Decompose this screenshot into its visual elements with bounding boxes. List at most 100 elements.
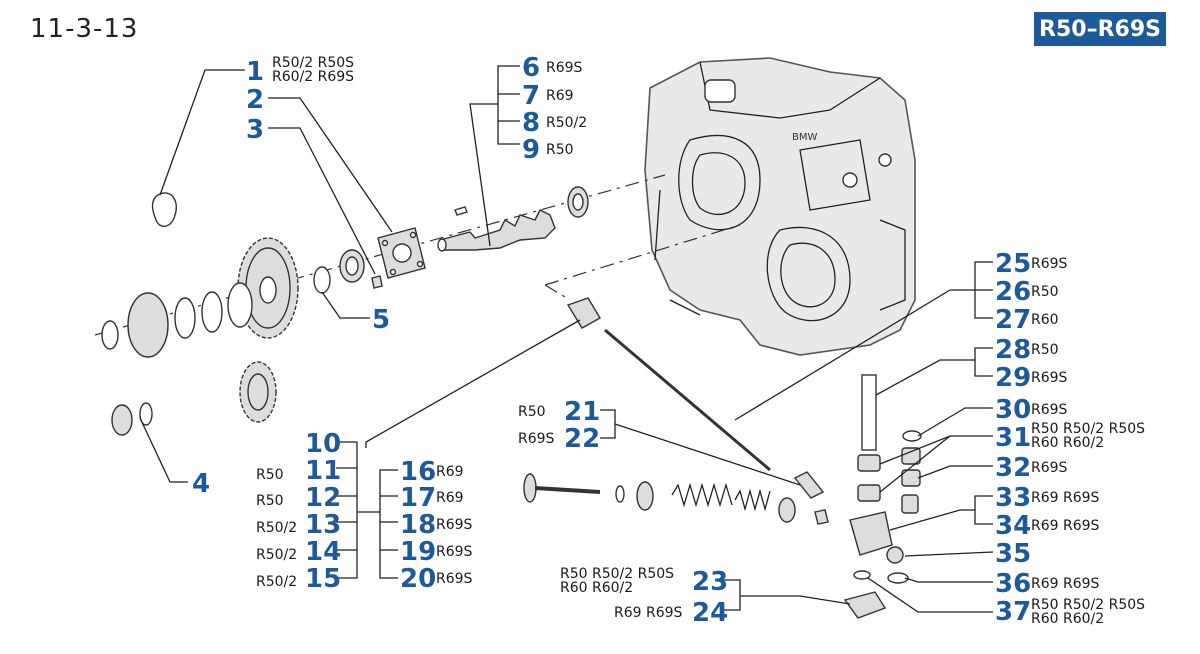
callout-36: 36 R69 R69S	[995, 569, 1100, 599]
callout-35: 35	[995, 539, 1031, 569]
callout-6: 6 R69S	[522, 53, 583, 83]
callout-models: R69S	[1031, 256, 1068, 272]
tappet	[566, 297, 601, 329]
spring-ring	[201, 291, 223, 333]
inner-valve-spring	[734, 488, 771, 512]
timing-disc	[127, 292, 169, 358]
valve-seal	[615, 485, 625, 503]
callout-number: 29	[995, 363, 1031, 393]
callout-13: R50/2 13	[256, 510, 341, 540]
callout-number: 7	[522, 81, 540, 111]
gasket	[151, 192, 177, 227]
callout-number: 24	[692, 598, 728, 628]
callout-number: 3	[246, 115, 264, 145]
callout-15: R50/2 15	[256, 564, 341, 594]
callout-number: 25	[995, 249, 1031, 279]
callout-models: R69 R69S	[1031, 518, 1100, 534]
callout-models: R50	[256, 493, 284, 509]
ball-bearing	[339, 249, 365, 283]
callout-models: R69 R69S	[1031, 576, 1100, 592]
callout-models: R69S	[518, 431, 555, 447]
washer-37	[853, 570, 871, 580]
callout-3: 3	[246, 115, 264, 145]
callout-8: 8 R50/2	[522, 108, 587, 138]
callout-5: 5	[372, 305, 390, 335]
callout-number: 12	[305, 483, 341, 513]
callout-models: R69S	[436, 517, 473, 533]
callout-number: 18	[400, 510, 436, 540]
spring-retainer	[778, 497, 796, 523]
callout-models: R69S	[436, 571, 473, 587]
callout-models: R69	[546, 88, 574, 104]
intermediate-gear	[239, 361, 277, 423]
callout-models: R50	[546, 142, 574, 158]
callout-4: 4	[192, 469, 210, 499]
callout-26: 26 R50	[995, 277, 1059, 307]
callout-14: R50/2 14	[256, 537, 341, 567]
circlip	[313, 266, 331, 294]
callout-31: 31 R50 R50/2 R50S R60 R60/2	[995, 421, 1145, 453]
callout-29: 29 R69S	[995, 363, 1068, 393]
callout-33: 33 R69 R69S	[995, 483, 1100, 513]
valve-collet	[814, 509, 829, 525]
callout-30: 30 R69S	[995, 395, 1068, 425]
outer-valve-spring	[671, 482, 733, 508]
callout-models: R50/2 R50S	[272, 55, 354, 71]
callout-number: 37	[995, 597, 1031, 627]
callout-22: R69S 22	[518, 424, 600, 454]
callout-models: R69	[436, 490, 464, 506]
callout-models: R50 R50/2 R50S	[1031, 597, 1145, 613]
leader-lines	[139, 65, 994, 613]
callout-number: 6	[522, 53, 540, 83]
callout-24: R69 R69S 24	[614, 598, 728, 628]
callout-models: R69S	[1031, 370, 1068, 386]
callout-17: 17 R69	[400, 483, 464, 513]
callout-number: 17	[400, 483, 436, 513]
rocker-arm-assembly	[849, 374, 922, 564]
callout-number: 20	[400, 564, 436, 594]
callout-number: 23	[692, 567, 728, 597]
callout-number: 19	[400, 537, 436, 567]
rocker-adjuster	[793, 471, 825, 499]
screw	[371, 275, 383, 289]
callout-number: 21	[564, 397, 600, 427]
callout-number: 27	[995, 305, 1031, 335]
callout-models: R69S	[1031, 460, 1068, 476]
o-ring	[101, 320, 119, 350]
callout-2: 2	[246, 85, 264, 115]
bearing	[567, 186, 589, 218]
callout-37: 37 R50 R50/2 R50S R60 R60/2	[995, 597, 1145, 627]
callout-number: 35	[995, 539, 1031, 569]
callout-11: R50 11	[256, 456, 341, 486]
spring-ring	[174, 297, 196, 339]
callout-number: 26	[995, 277, 1031, 307]
callout-number: 22	[564, 424, 600, 454]
callout-models: R50/2	[256, 547, 297, 563]
callout-models: R69S	[436, 544, 473, 560]
callout-models: R60/2 R69S	[272, 69, 354, 85]
callout-32: 32 R69S	[995, 453, 1068, 483]
callout-models: R50	[518, 404, 546, 420]
callout-12: R50 12	[256, 483, 341, 513]
callout-number: 16	[400, 457, 436, 487]
callout-27: 27 R60	[995, 305, 1059, 335]
callout-models: R50/2	[256, 520, 297, 536]
callout-models: R60 R60/2	[1031, 611, 1104, 627]
callout-number: 36	[995, 569, 1031, 599]
needle-bearing	[111, 402, 153, 436]
callout-number: 2	[246, 85, 264, 115]
valve	[523, 473, 601, 503]
callout-number: 4	[192, 469, 210, 499]
callout-models: R50/2	[256, 574, 297, 590]
callout-number: 34	[995, 511, 1031, 541]
callout-number: 5	[372, 305, 390, 335]
callout-models: R69 R69S	[614, 605, 683, 621]
callout-models: R69S	[1031, 402, 1068, 418]
callout-number: 33	[995, 483, 1031, 513]
callout-number: 32	[995, 453, 1031, 483]
camshaft-gear	[237, 237, 299, 339]
callout-number: 28	[995, 335, 1031, 365]
callout-number: 9	[522, 135, 540, 165]
pushrod	[604, 328, 771, 472]
callout-models: R50	[1031, 342, 1059, 358]
